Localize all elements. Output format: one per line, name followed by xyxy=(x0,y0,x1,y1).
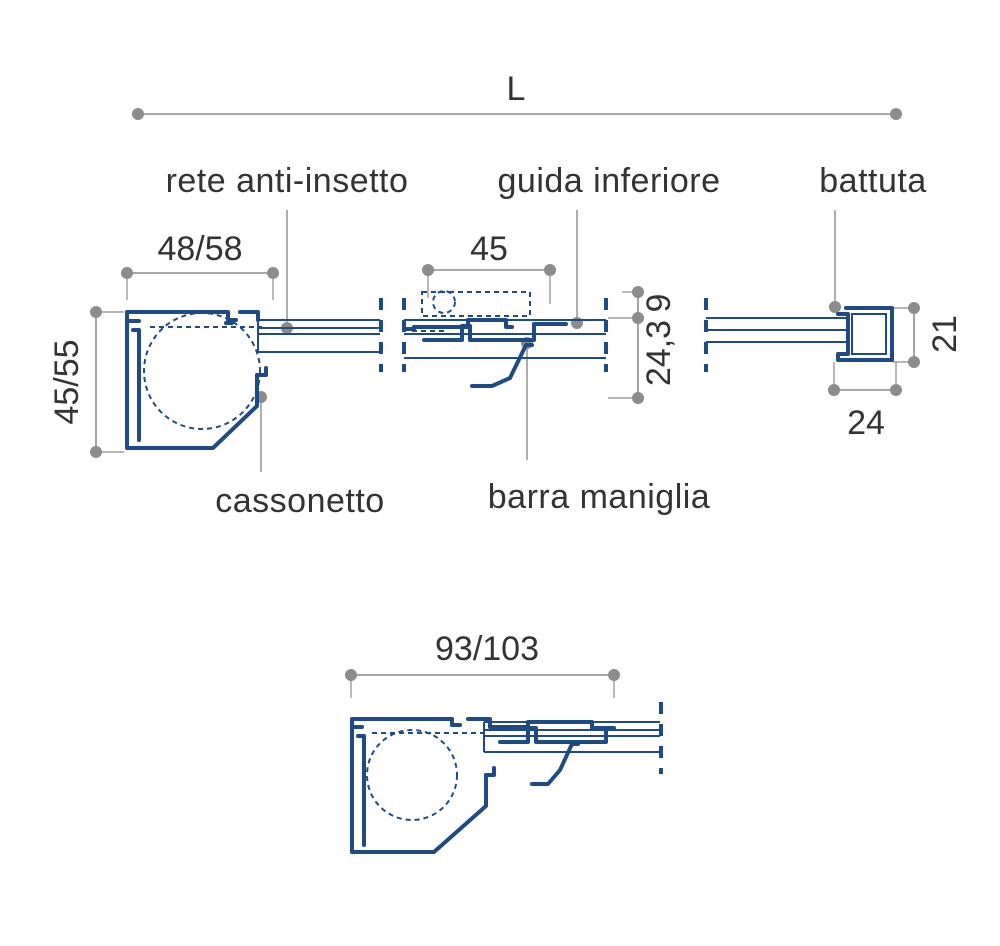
dimension-total-depth-label: 93/103 xyxy=(435,630,539,668)
label-insect-screen: rete anti-insetto xyxy=(166,162,409,200)
dimension-track-top-label: 9 xyxy=(640,294,678,313)
dimension-stop-width-label: 24 xyxy=(847,404,885,442)
dimension-box-depth-label: 48/58 xyxy=(157,230,242,268)
dimension-track-vertical: 9 24,3 xyxy=(608,286,678,404)
dimension-box-depth: 48/58 xyxy=(121,230,279,300)
dimension-stop-width: 24 xyxy=(828,362,902,442)
label-lower-guide: guida inferiore xyxy=(498,162,721,200)
dimension-track-height-label: 24,3 xyxy=(640,320,678,386)
dimension-track-width-label: 45 xyxy=(470,230,508,268)
label-box: cassonetto xyxy=(215,482,384,520)
track-profile xyxy=(402,290,608,388)
label-handle-bar: barra maniglia xyxy=(488,478,710,516)
leader-insect-screen xyxy=(281,210,293,334)
dimension-overall-width-label: L xyxy=(507,70,526,108)
leader-lower-guide xyxy=(571,210,583,329)
dimension-stop-height: 21 xyxy=(893,302,964,368)
dimension-total-depth: 93/103 xyxy=(345,630,620,698)
dimension-overall-width: L xyxy=(132,70,902,120)
dimension-box-height: 45/55 xyxy=(48,306,124,458)
dimension-track-width: 45 xyxy=(422,230,556,304)
label-stop: battuta xyxy=(819,162,926,200)
assembled-profile xyxy=(350,702,663,854)
dimension-stop-height-label: 21 xyxy=(926,315,964,353)
dimension-box-height-label: 45/55 xyxy=(48,339,86,424)
box-profile xyxy=(125,298,383,450)
leader-stop xyxy=(829,210,841,313)
stop-profile xyxy=(704,298,894,372)
